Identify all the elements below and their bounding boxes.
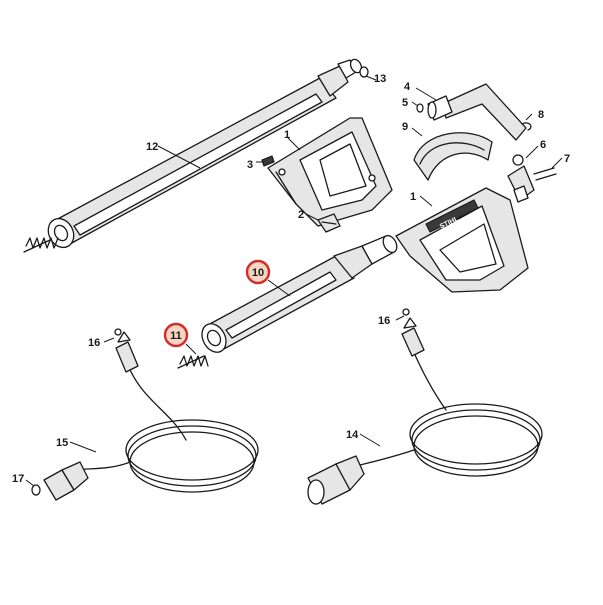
spring-part-11 [177,355,209,369]
callout-17: 17 [12,473,24,485]
clip-part-8 [521,122,532,131]
leader-lines [25,75,563,487]
callout-8: 8 [538,109,544,121]
elbow-fitting-part-4 [427,83,527,141]
callout-11-highlight: 11 [163,322,189,348]
callout-13: 13 [374,73,386,85]
hose-coupling-left [31,461,89,501]
callout-15: 15 [56,437,68,449]
callout-11: 11 [170,330,182,342]
gun-tube-part-10 [201,234,398,353]
callout-10-highlight: 10 [245,259,271,285]
callout-10: 10 [252,267,264,279]
callout-1-lower: 1 [410,191,416,203]
lance-tube-part-12 [47,58,363,249]
callout-3: 3 [247,159,253,171]
callout-2: 2 [298,209,304,221]
callout-16-right: 16 [378,315,390,327]
o-ring-part-5 [416,103,424,113]
handle-half-part-1-upper [267,117,393,227]
callout-7: 7 [564,153,570,165]
callouts: 12 13 1 3 2 4 5 9 8 6 7 1 10 11 16 16 15… [12,73,570,485]
hose-right-part-14 [355,317,543,477]
callout-16-left: 16 [88,337,100,349]
valve-part-6 [507,154,535,203]
spring-left [23,237,59,253]
pin-part-7 [533,167,557,181]
screw-part-3 [261,155,275,167]
hose-left-part-15 [75,331,259,493]
callout-4: 4 [404,81,411,93]
o-ring-part-13 [359,66,369,78]
clip-part-2 [317,213,341,233]
handle-half-part-1-lower: STIHL [395,187,529,293]
guard-part-9 [413,132,493,181]
callout-5: 5 [402,97,408,109]
callout-9: 9 [402,121,408,133]
o-ring-part-16-right [402,308,410,316]
o-ring-part-16-left [114,328,122,336]
hose-coupling-right [307,455,365,505]
callout-6: 6 [540,139,546,151]
callout-14: 14 [346,429,359,441]
callout-1-upper: 1 [284,129,290,141]
callout-12: 12 [146,141,158,153]
